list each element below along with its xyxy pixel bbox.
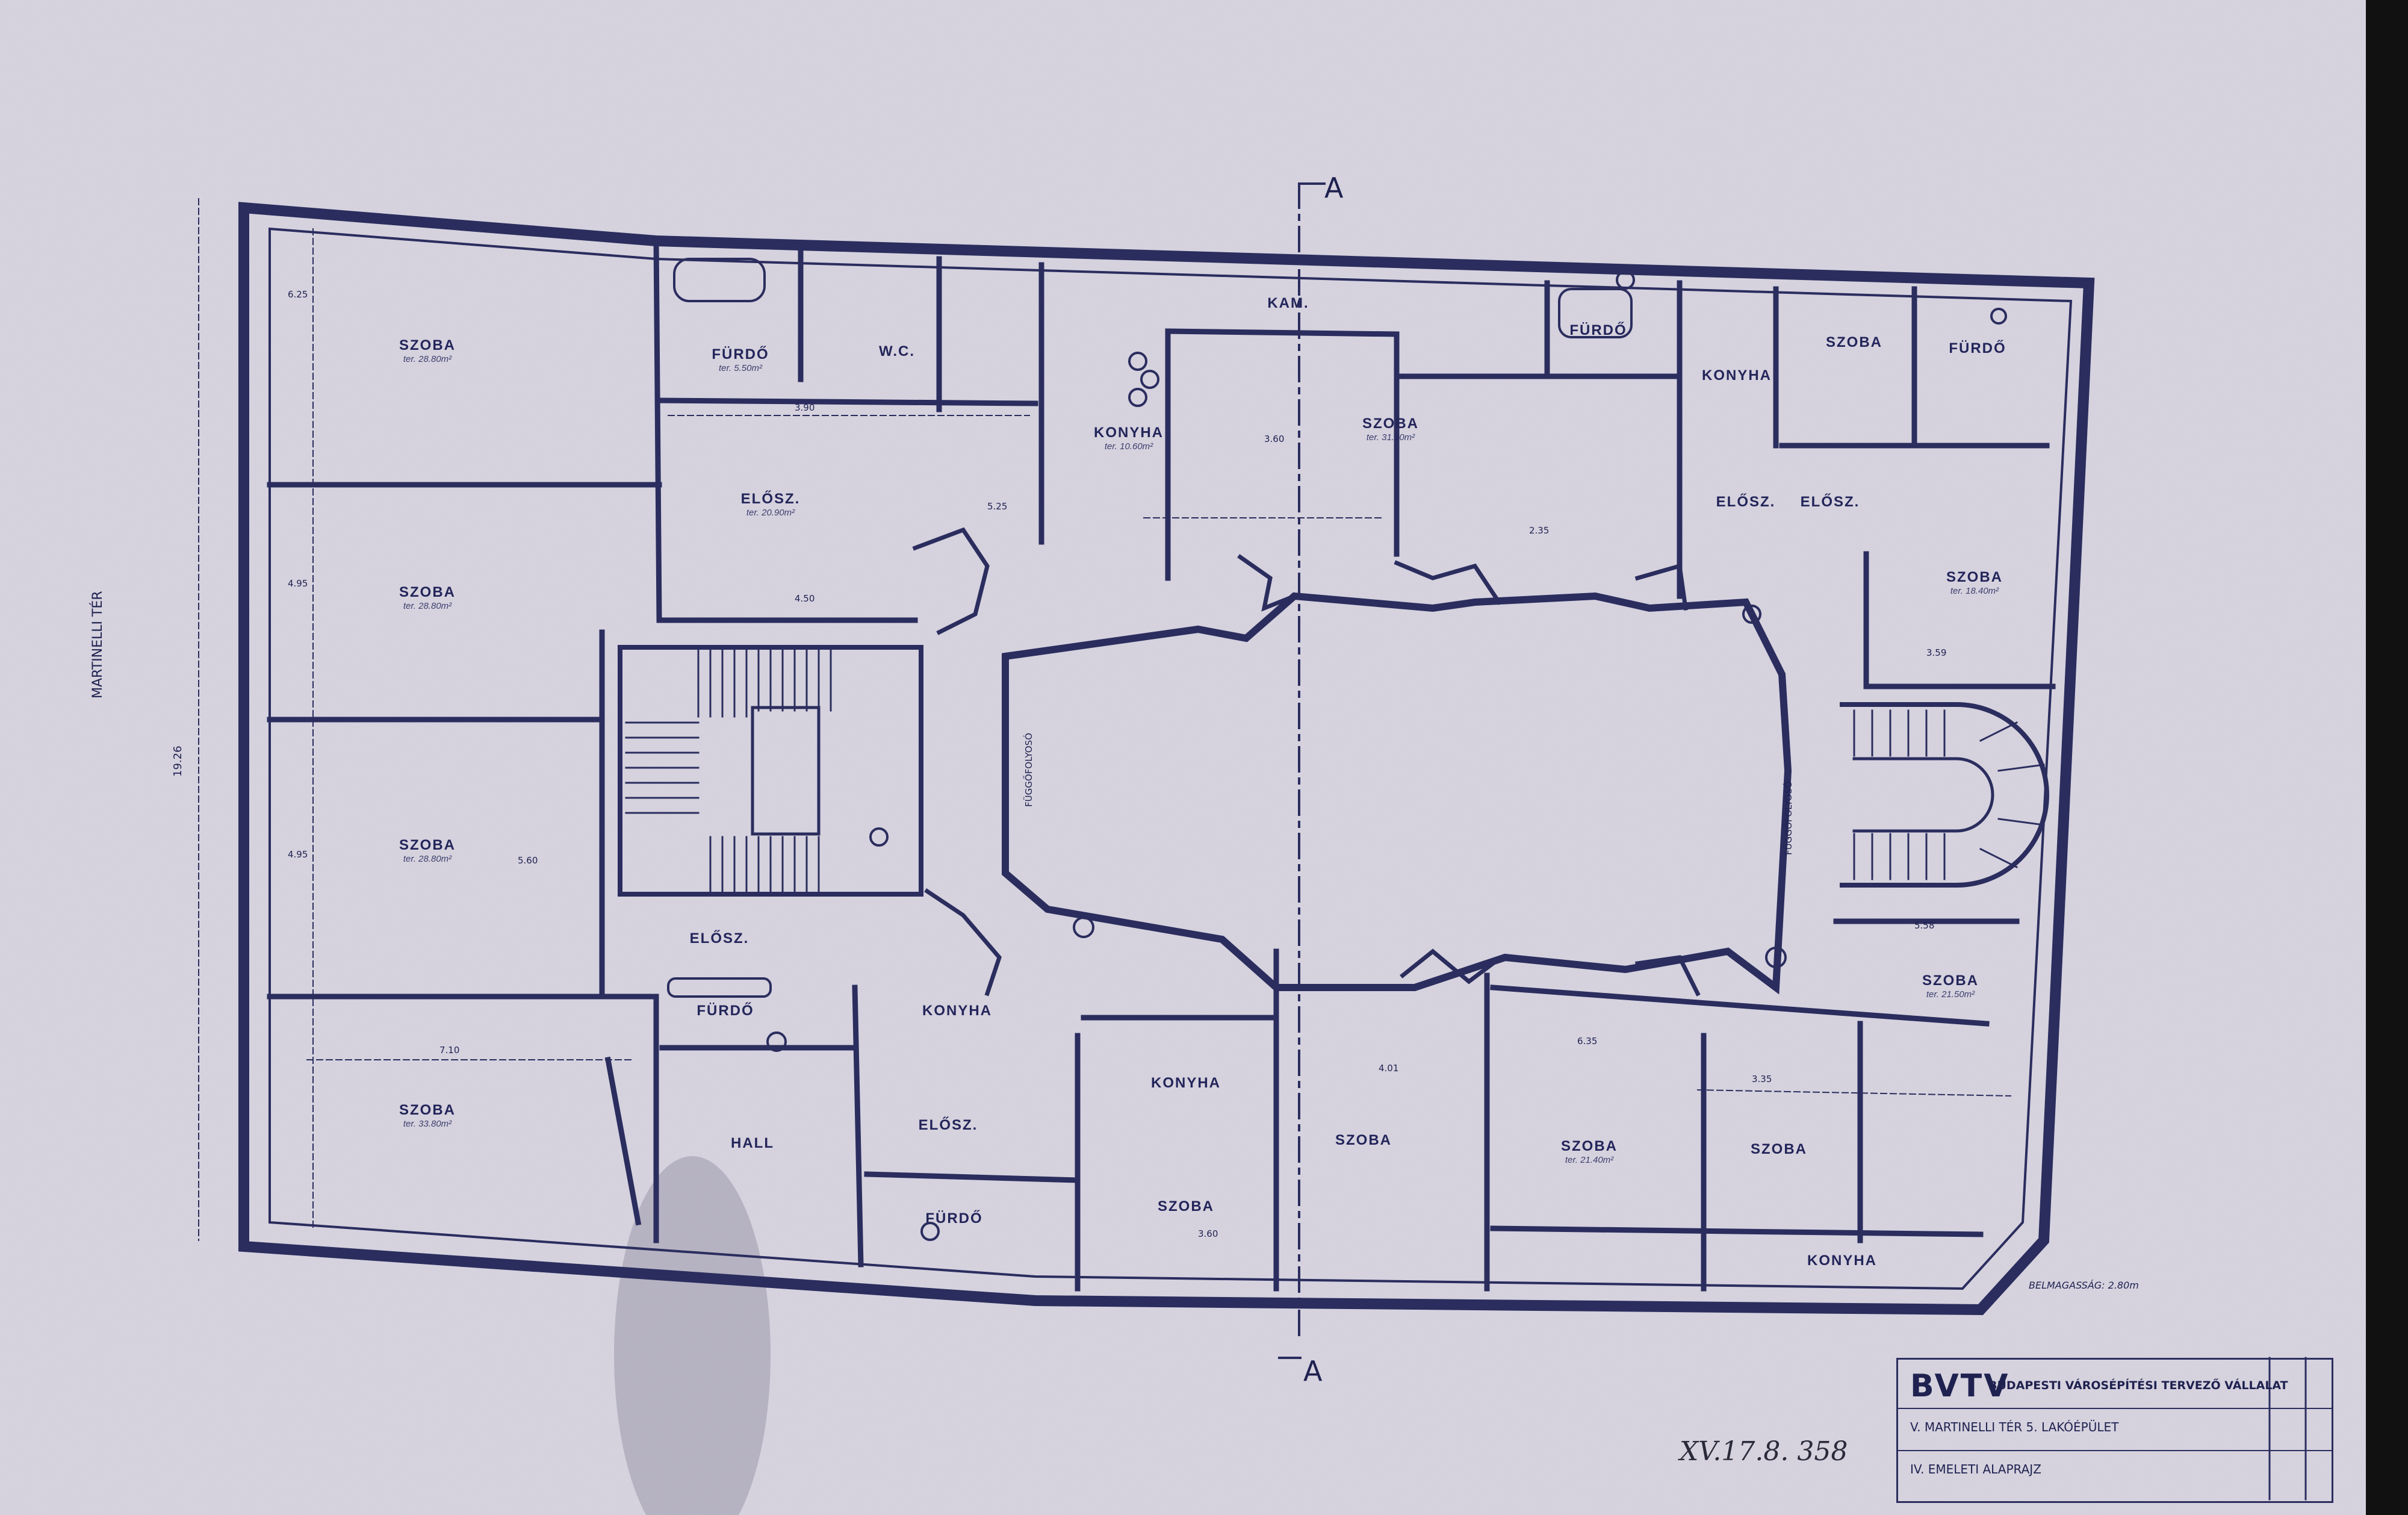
dimension-value: 3.35 (1752, 1074, 1772, 1084)
ceiling-height-note: BELMAGASSÁG: 2.80m (2029, 1280, 2139, 1291)
corridor-west-label: FÜGGŐFOLYOSÓ (1023, 733, 1034, 807)
section-line (1278, 182, 1326, 1359)
title-block-logo: BVTV (1910, 1368, 2010, 1404)
room-konyha-s2: KONYHA (1150, 1075, 1221, 1091)
dimension-value: 4.95 (288, 849, 308, 860)
dimension-value: 7.10 (439, 1045, 460, 1056)
room-szoba-s4: SZOBA (1751, 1141, 1807, 1157)
outer-wall (238, 202, 2095, 1316)
room-konyha-se: KONYHA (1807, 1252, 1877, 1269)
corridor-east-label: FÜGGŐFOLYOSÓ (1783, 781, 1794, 855)
room-konyha-s1: KONYHA (922, 1003, 992, 1019)
room-wc-n1: W.C. (879, 343, 915, 359)
room-szoba-s1: SZOBA (1158, 1198, 1214, 1215)
section-mark-top: A (1324, 172, 1344, 204)
dimension-value: 3.59 (1926, 647, 1947, 658)
interior-walls (267, 238, 2056, 1292)
room-hall-s: HALL (731, 1135, 774, 1151)
dimension-value: 6.25 (288, 289, 308, 300)
title-block-sheet: IV. EMELETI ALAPRAJZ (1910, 1462, 2041, 1476)
dimension-value: 5.60 (518, 855, 538, 866)
scan-edge (2366, 0, 2408, 1515)
dimension-value: 5.58 (1914, 920, 1935, 931)
section-mark-bottom: A (1303, 1355, 1323, 1387)
dimension-value: 5.25 (987, 501, 1008, 512)
room-szoba-ne-small: SZOBA (1826, 334, 1882, 350)
water-stain (614, 1156, 771, 1515)
overall-dimension: 19.26 (172, 745, 184, 777)
dimension-value: 3.90 (795, 402, 815, 413)
title-block-frame (2268, 1357, 2307, 1501)
courtyard-wall (1002, 592, 1792, 995)
room-eloter-s: ELŐSZ. (918, 1117, 978, 1133)
room-konyha-n2: KONYHA (1701, 367, 1772, 384)
bay-windows (912, 527, 1701, 997)
title-block-company: BUDAPESTI VÁROSÉPÍTÉSI TERVEZŐ VÁLLALAT (1988, 1379, 2288, 1392)
dimension-value: 3.60 (1198, 1228, 1218, 1239)
room-eloter-ne1: ELŐSZ. (1716, 494, 1776, 510)
dimension-value: 2.35 (1529, 525, 1550, 536)
dimension-value: 6.35 (1577, 1036, 1598, 1047)
street-label: MARTINELLI TÉR (90, 591, 105, 698)
staircase-east (1840, 702, 2050, 888)
room-furdo-ne: FÜRDŐ (1949, 340, 2006, 356)
room-furdo-n2: FÜRDŐ (1569, 322, 1627, 338)
dimension-value: 4.50 (795, 593, 815, 604)
room-eloter-ne2: ELŐSZ. (1800, 494, 1860, 510)
room-kam-n: KAM. (1267, 295, 1309, 311)
sanitary-fixtures (667, 258, 2007, 1241)
room-furdo-sw: FÜRDŐ (697, 1003, 754, 1019)
archive-code: XV.17.8. 358 (1680, 1436, 1848, 1467)
room-eloter-n: ELŐSZ.ter. 20.90m² (740, 491, 801, 518)
title-block-project: V. MARTINELLI TÉR 5. LAKÓÉPÜLET (1910, 1420, 2119, 1434)
dimension-value: 3.60 (1264, 434, 1285, 444)
dimension-value: 4.01 (1379, 1063, 1399, 1074)
staircase-west (618, 645, 923, 897)
dimension-value: 4.95 (288, 578, 308, 589)
room-eloter-sw: ELŐSZ. (689, 930, 749, 947)
outer-wall-inner-line (268, 227, 2073, 1290)
room-furdo-s: FÜRDŐ (925, 1210, 983, 1227)
room-szoba-s2: SZOBA (1335, 1132, 1392, 1148)
title-block: BVTV BUDAPESTI VÁROSÉPÍTÉSI TERVEZŐ VÁLL… (1896, 1358, 2333, 1503)
dimension-lines (198, 198, 2012, 1241)
